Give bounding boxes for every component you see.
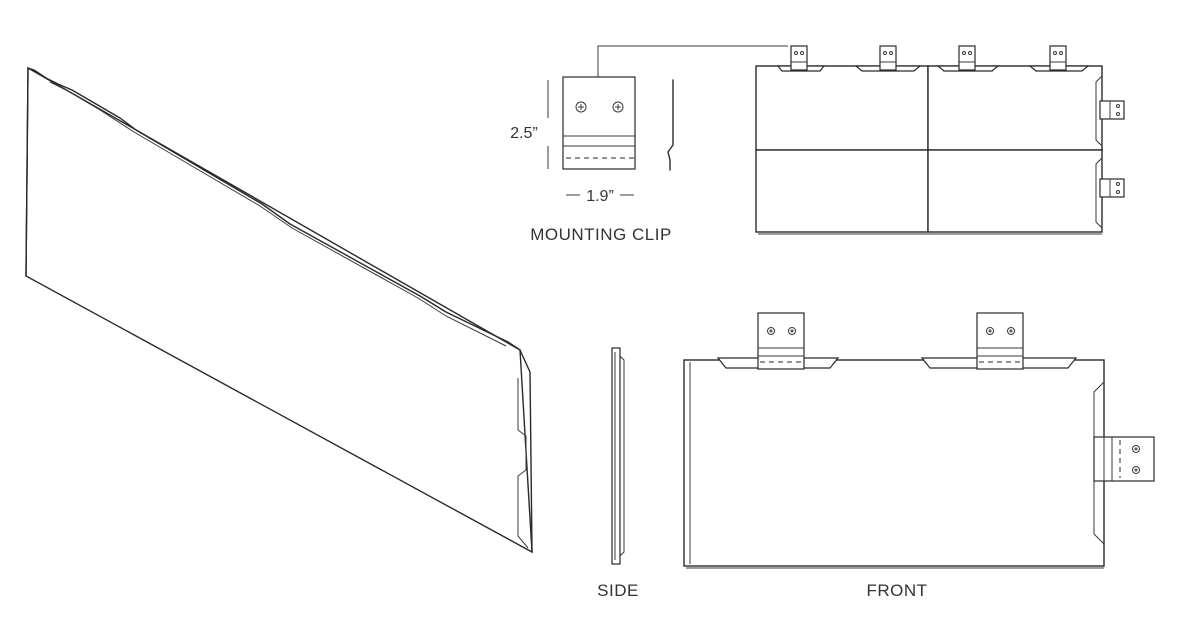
isometric-panel-face: [25, 66, 533, 554]
assembly-panel: [755, 149, 929, 233]
assembly-side-clip: [1095, 75, 1125, 147]
side-view-profile: [619, 355, 625, 557]
side-view-panel: [611, 347, 621, 565]
screw-icon: [1132, 445, 1140, 453]
isometric-panel-bevel-line: [49, 81, 507, 347]
front-view-top-clip: [976, 312, 1024, 370]
assembly-top-clip: [790, 45, 808, 71]
assembly-top-clip: [879, 45, 897, 71]
front-view-panel: [683, 359, 1105, 567]
screw-icon: [575, 101, 587, 113]
screw-icon: [612, 101, 624, 113]
panel-assembly-view: [755, 45, 1125, 235]
width-dimension-label: 1.9”: [586, 188, 614, 205]
screw-icon: [788, 327, 796, 335]
side-view-label: SIDE: [597, 581, 639, 600]
front-view-top-clip: [757, 312, 805, 370]
side-view: SIDE: [597, 347, 639, 600]
isometric-panel-top-edge: [27, 67, 521, 351]
mounting-clip-label: MOUNTING CLIP: [530, 225, 672, 244]
assembly-panel: [927, 149, 1103, 233]
mounting-clip-leader-line: [597, 45, 788, 77]
assembly-side-clip: [1095, 157, 1125, 229]
assembly-panel: [755, 65, 929, 151]
height-dimension-label: 2.5”: [510, 125, 538, 142]
mounting-clip-body: [562, 76, 636, 170]
isometric-panel-left-edge: [25, 67, 29, 277]
screw-icon: [1007, 327, 1015, 335]
isometric-panel-view: [25, 66, 533, 554]
front-view-side-clip: [1093, 436, 1155, 482]
isometric-panel-right-clip: [517, 378, 529, 549]
assembly-panel: [927, 65, 1103, 151]
screw-icon: [986, 327, 994, 335]
assembly-top-clip: [958, 45, 976, 71]
mounting-clip-detail: 2.5” 1.9” MOUNTING CLIP: [510, 45, 788, 244]
screw-icon: [767, 327, 775, 335]
front-view-label: FRONT: [866, 581, 927, 600]
isometric-panel-right-edge: [519, 349, 533, 553]
assembly-top-clip: [1049, 45, 1067, 71]
mounting-clip-side-profile: [667, 79, 674, 171]
screw-icon: [1132, 466, 1140, 474]
front-view: FRONT: [683, 312, 1155, 600]
